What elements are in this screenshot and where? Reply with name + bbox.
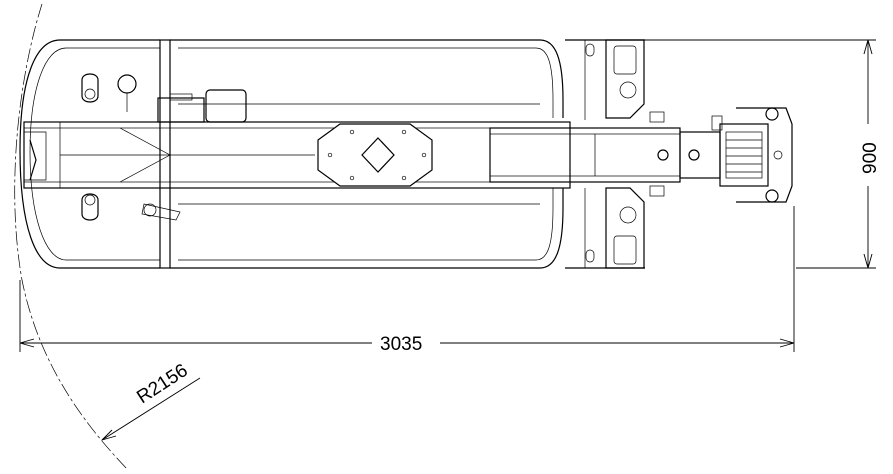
width-dimension-label: 900 [860, 142, 881, 174]
engine-components [81, 73, 247, 221]
turning-radius-arc [14, 3, 129, 471]
length-dimension-label: 3035 [380, 334, 422, 355]
radius-dimension-label: R2156 [133, 360, 191, 408]
radius-leader [101, 377, 201, 441]
width-dimension [598, 39, 876, 269]
length-dimension [19, 206, 795, 352]
boom-head [679, 107, 793, 203]
boom [23, 111, 700, 197]
